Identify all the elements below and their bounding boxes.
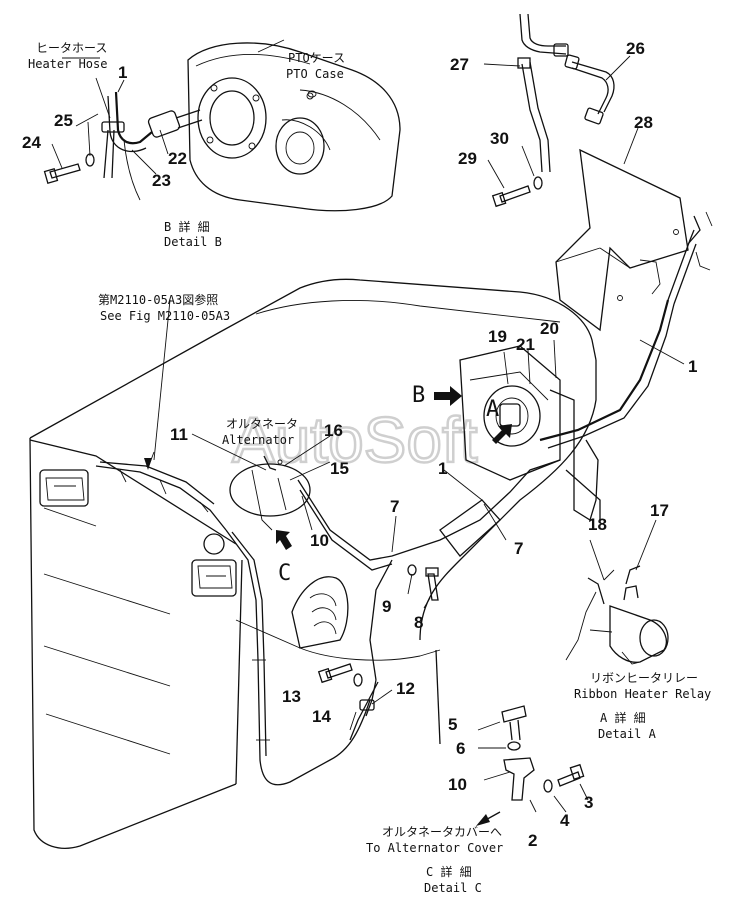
callout-1-harness-right: 1	[688, 357, 697, 376]
callout-3: 3	[584, 793, 593, 812]
callout-6: 6	[456, 739, 465, 758]
view-a-letter: A	[486, 397, 499, 422]
callout-5: 5	[448, 715, 457, 734]
callout-11: 11	[170, 425, 188, 444]
callout-23: 23	[152, 171, 171, 190]
callout-8: 8	[414, 613, 423, 632]
callout-28: 28	[634, 113, 653, 132]
see-fig-en-label: See Fig M2110-05A3	[100, 309, 230, 323]
ribbon-relay-jp-label: リボンヒータリレー	[590, 671, 698, 685]
pto-case-jp-label: PTOケース	[288, 51, 345, 65]
pto-case-en-label: PTO Case	[286, 67, 344, 81]
callout-29: 29	[458, 149, 477, 168]
callout-30: 30	[490, 129, 509, 148]
heater-hose-jp-label: ヒータホース	[36, 41, 107, 55]
to-alt-cover-jp-label: オルタネータカバーへ	[382, 825, 502, 839]
detail-a-drawing	[565, 519, 669, 665]
callout-15: 15	[330, 459, 349, 478]
view-b-letter: B	[412, 383, 425, 408]
callout-1-hose: 1	[118, 63, 127, 82]
callout-16: 16	[324, 421, 343, 440]
detail-c-en-label: Detail C	[424, 881, 482, 895]
callout-2: 2	[528, 831, 537, 850]
callout-24: 24	[22, 133, 41, 152]
callout-13: 13	[282, 687, 301, 706]
callout-19: 19	[488, 327, 507, 346]
view-c-arrow	[276, 530, 292, 550]
cable-and-cover-drawing	[483, 13, 713, 332]
callout-25: 25	[54, 111, 73, 130]
watermark-text: AutoSoft	[232, 404, 478, 476]
callout-7-upper: 7	[390, 497, 399, 516]
text-labels: ヒータホース Heater Hose PTOケース PTO Case B 詳 細…	[28, 41, 711, 895]
view-c-letter: C	[278, 561, 291, 586]
callout-numbers: 1 25 24 22 23 27 26 28 30 29 19 20 21 1 …	[22, 39, 697, 850]
callout-20: 20	[540, 319, 559, 338]
engine-body-drawing	[29, 229, 697, 849]
callout-27: 27	[450, 55, 469, 74]
callout-1-harness-mid: 1	[438, 459, 447, 478]
view-a-arrow	[492, 424, 512, 444]
callout-7-lower: 7	[514, 539, 523, 558]
ribbon-relay-en-label: Ribbon Heater Relay	[574, 687, 711, 701]
heater-hose-en-label: Heater Hose	[28, 57, 107, 71]
callout-4: 4	[560, 811, 570, 830]
callout-26: 26	[626, 39, 645, 58]
to-alt-cover-en-label: To Alternator Cover	[366, 841, 503, 855]
view-b-arrow	[434, 386, 462, 406]
callout-14: 14	[312, 707, 331, 726]
see-fig-jp-label: 第M2110-05A3図参照	[98, 292, 218, 307]
callout-21: 21	[516, 335, 535, 354]
detail-c-jp-label: C 詳 細	[426, 864, 472, 879]
callout-10-main: 10	[310, 531, 329, 550]
alternator-jp-label: オルタネータ	[226, 417, 298, 431]
detail-a-en-label: Detail A	[598, 727, 657, 741]
detail-b-jp-label: B 詳 細	[164, 219, 210, 234]
callout-9: 9	[382, 597, 391, 616]
alternator-en-label: Alternator	[222, 433, 294, 447]
detail-b-drawing	[43, 39, 401, 212]
callout-10-detail-c: 10	[448, 775, 467, 794]
detail-b-en-label: Detail B	[164, 235, 222, 249]
leader-lines	[144, 299, 685, 705]
callout-22: 22	[168, 149, 187, 168]
callout-17: 17	[650, 501, 669, 520]
callout-12: 12	[396, 679, 415, 698]
callout-18: 18	[588, 515, 607, 534]
detail-a-jp-label: A 詳 細	[600, 710, 646, 725]
detail-c-drawing	[476, 705, 589, 826]
